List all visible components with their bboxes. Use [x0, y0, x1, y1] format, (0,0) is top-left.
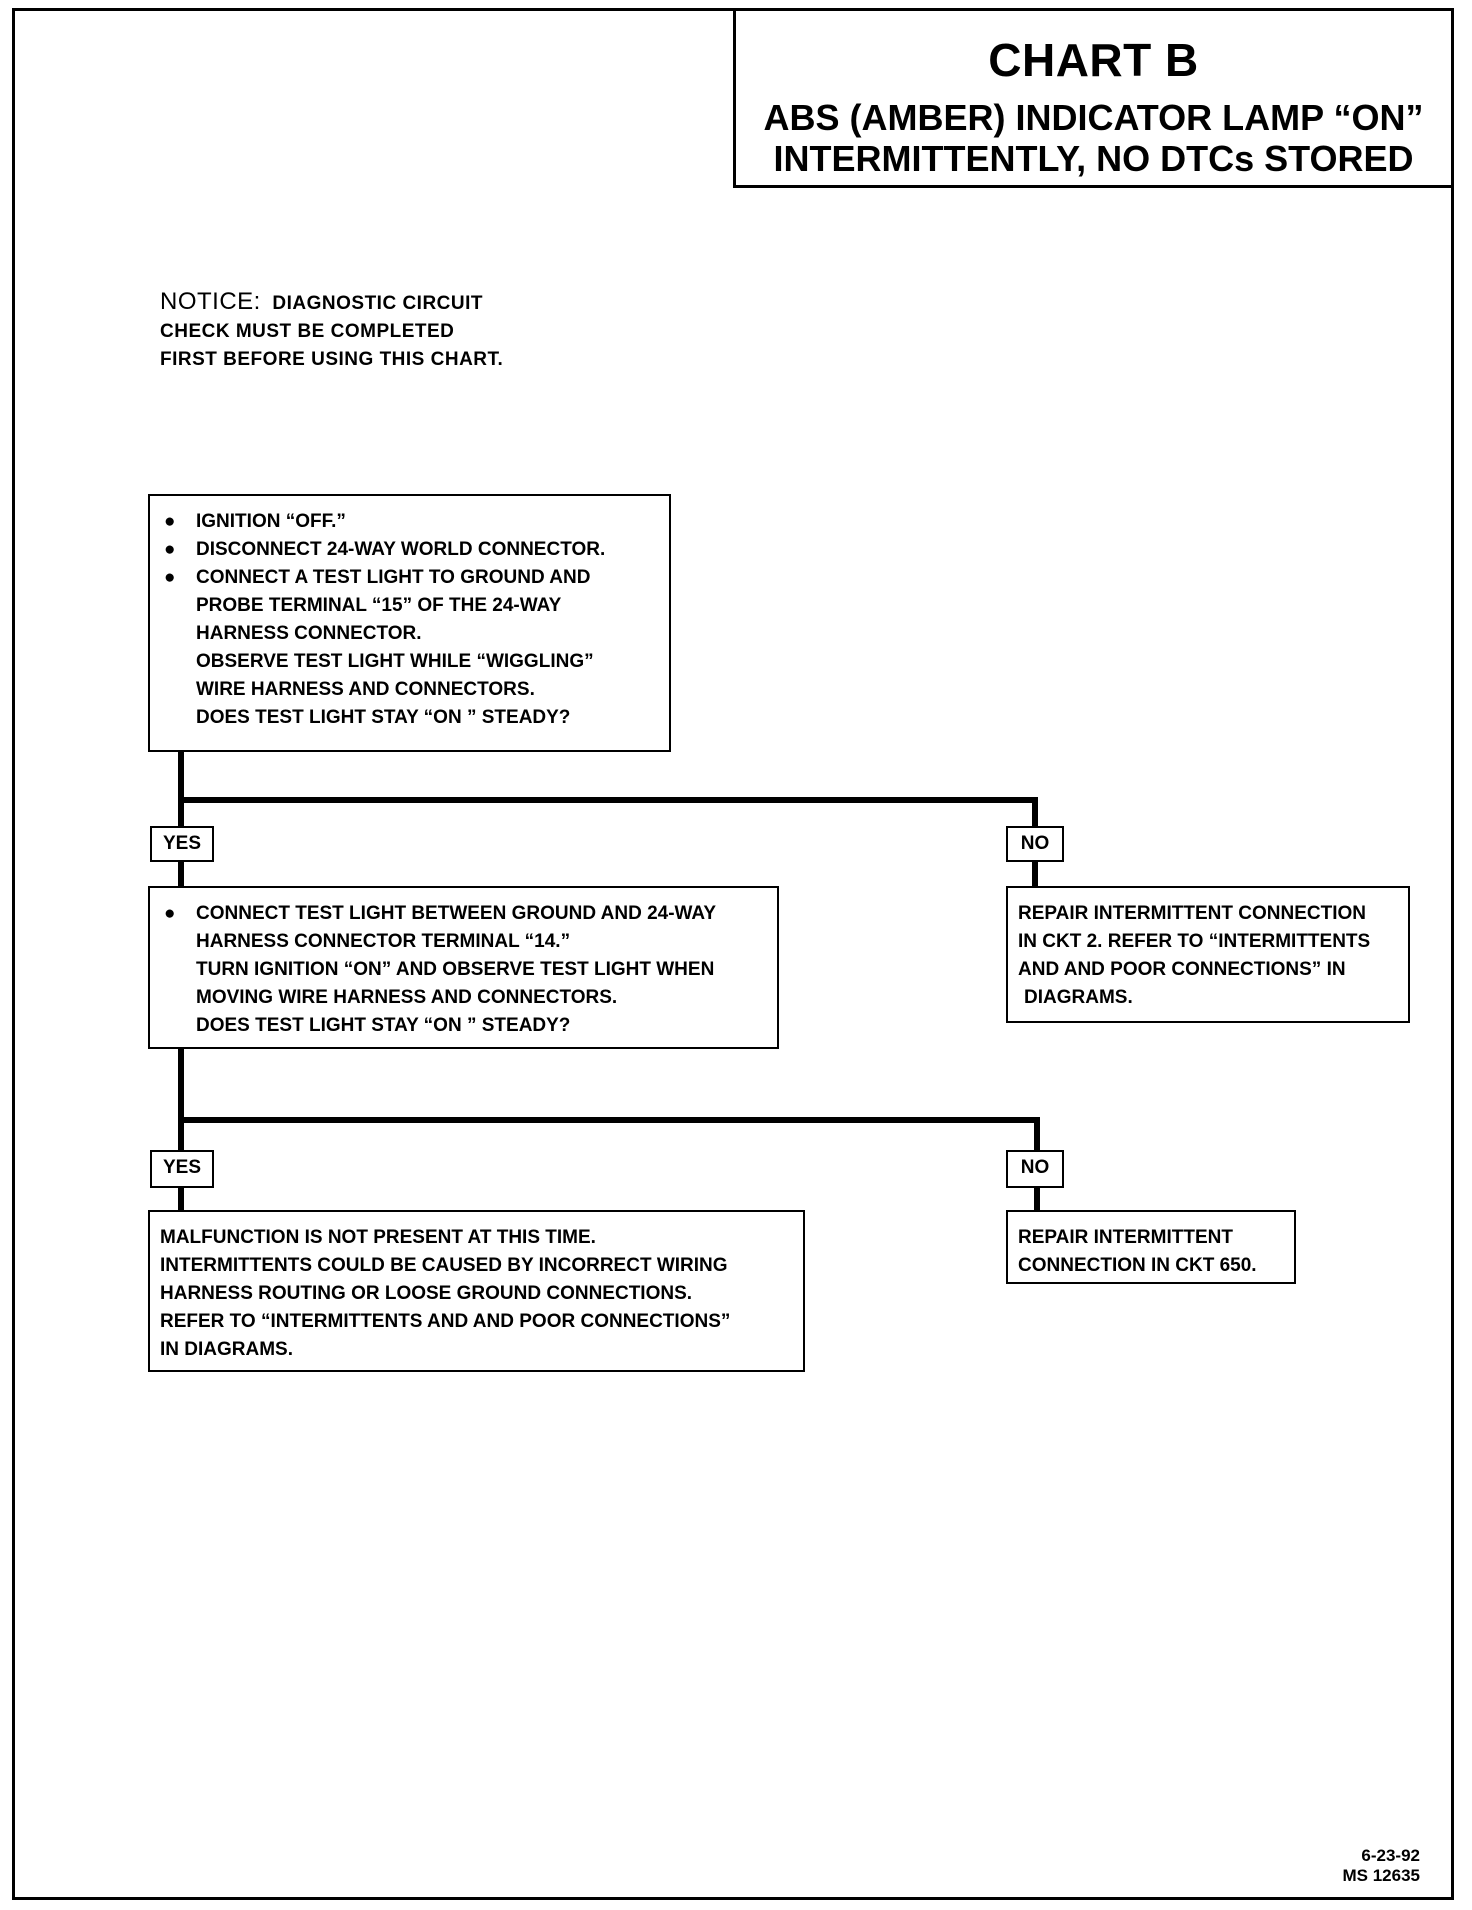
step2-box: ● CONNECT TEST LIGHT BETWEEN GROUND AND 2…: [148, 886, 779, 1049]
step2-yes-line3: HARNESS ROUTING OR LOOSE GROUND CONNECTI…: [160, 1283, 693, 1304]
step2-no-box: REPAIR INTERMITTENT CONNECTION IN CKT 65…: [1006, 1210, 1296, 1284]
notice-heading: NOTICE:: [160, 288, 261, 315]
step1-bullet1: IGNITION “OFF.”: [196, 511, 346, 532]
step1-bullet2: DISCONNECT 24-WAY WORLD CONNECTOR.: [196, 539, 606, 560]
step1-no-line4: DIAGRAMS.: [1024, 987, 1133, 1008]
step1-bullet3-line2: PROBE TERMINAL “15” OF THE 24-WAY: [196, 595, 562, 616]
step2-question: DOES TEST LIGHT STAY “ON ” STEADY?: [196, 1015, 571, 1036]
step2-yes-line4: REFER TO “INTERMITTENTS AND AND POOR CON…: [160, 1311, 731, 1332]
bullet-icon: ●: [164, 567, 176, 588]
yes-label-2: YES: [150, 1150, 214, 1188]
step2-yes-line1: MALFUNCTION IS NOT PRESENT AT THIS TIME.: [160, 1227, 596, 1248]
notice-line3: FIRST BEFORE USING THIS CHART.: [160, 349, 504, 370]
document-footer: 6-23-92 MS 12635: [1343, 1846, 1421, 1886]
step2-no-line1: REPAIR INTERMITTENT: [1018, 1227, 1233, 1248]
step2-line4: MOVING WIRE HARNESS AND CONNECTORS.: [196, 987, 618, 1008]
step2-yes-line2: INTERMITTENTS COULD BE CAUSED BY INCORRE…: [160, 1255, 728, 1276]
step2-bullet1-line1: CONNECT TEST LIGHT BETWEEN GROUND AND 24…: [196, 903, 717, 924]
yes-label-1: YES: [150, 826, 214, 862]
step1-line5: WIRE HARNESS AND CONNECTORS.: [196, 679, 535, 700]
chart-subtitle-line1: ABS (AMBER) INDICATOR LAMP “ON”: [763, 97, 1424, 138]
step2-line3: TURN IGNITION “ON” AND OBSERVE TEST LIGH…: [196, 959, 715, 980]
footer-date: 6-23-92: [1361, 1846, 1420, 1865]
chart-title: CHART B: [988, 34, 1199, 86]
step2-bullet1-line2: HARNESS CONNECTOR TERMINAL “14.”: [196, 931, 571, 952]
step1-no-box: REPAIR INTERMITTENT CONNECTION IN CKT 2.…: [1006, 886, 1410, 1023]
step1-no-line2: IN CKT 2. REFER TO “INTERMITTENTS: [1018, 931, 1371, 952]
step1-bullet3-line3: HARNESS CONNECTOR.: [196, 623, 422, 644]
notice-line1: DIAGNOSTIC CIRCUIT: [272, 293, 484, 314]
chart-subtitle-line2: INTERMITTENTLY, NO DTCs STORED: [773, 138, 1414, 179]
bullet-icon: ●: [164, 511, 176, 532]
bullet-icon: ●: [164, 903, 176, 924]
step1-no-line1: REPAIR INTERMITTENT CONNECTION: [1018, 903, 1366, 924]
chart-title-box: CHART B ABS (AMBER) INDICATOR LAMP “ON” …: [733, 8, 1454, 188]
no-label-2: NO: [1006, 1150, 1064, 1188]
chart-subtitle: ABS (AMBER) INDICATOR LAMP “ON” INTERMIT…: [736, 97, 1451, 179]
bullet-icon: ●: [164, 539, 176, 560]
notice-block: NOTICE: DIAGNOSTIC CIRCUIT CHECK MUST BE…: [160, 288, 503, 374]
no-label-1: NO: [1006, 826, 1064, 862]
step1-no-line3: AND AND POOR CONNECTIONS” IN: [1018, 959, 1346, 980]
step2-no-line2: CONNECTION IN CKT 650.: [1018, 1255, 1257, 1276]
step1-box: ● IGNITION “OFF.” ● DISCONNECT 24-WAY WORL…: [148, 494, 671, 752]
step1-line4: OBSERVE TEST LIGHT WHILE “WIGGLING”: [196, 651, 594, 672]
notice-line2: CHECK MUST BE COMPLETED: [160, 321, 455, 342]
step2-yes-box: MALFUNCTION IS NOT PRESENT AT THIS TIME.…: [148, 1210, 805, 1372]
step1-bullet3-line1: CONNECT A TEST LIGHT TO GROUND AND: [196, 567, 591, 588]
step1-question: DOES TEST LIGHT STAY “ON ” STEADY?: [196, 707, 571, 728]
step2-yes-line5: IN DIAGRAMS.: [160, 1339, 293, 1360]
footer-code: MS 12635: [1342, 1866, 1421, 1885]
